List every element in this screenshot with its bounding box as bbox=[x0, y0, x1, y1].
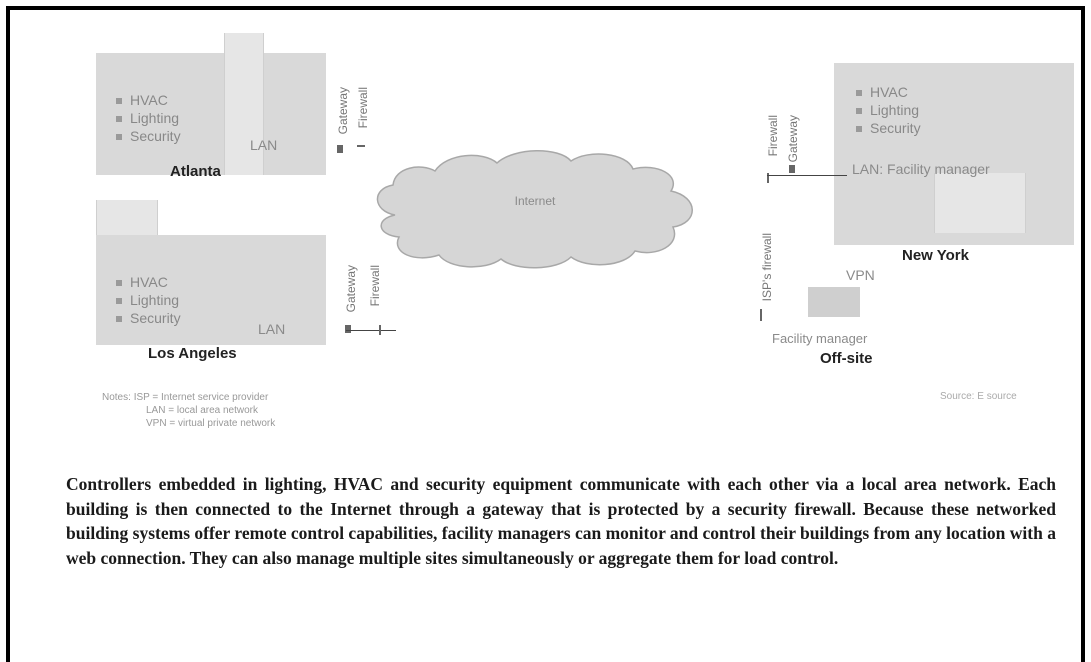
new-york-firewall-label: Firewall bbox=[766, 115, 780, 157]
system-item: Security bbox=[856, 119, 921, 137]
los-angeles-systems: HVAC Lighting Security bbox=[116, 273, 181, 327]
facility-manager-label: Facility manager bbox=[772, 331, 868, 346]
notes-line-isp: Notes: ISP = Internet service provider bbox=[102, 392, 269, 403]
atlanta-firewall-label: Firewall bbox=[356, 87, 370, 129]
new-york-link-line bbox=[767, 175, 847, 176]
los-angeles-firewall-icon bbox=[379, 325, 381, 335]
bullet-icon bbox=[856, 108, 862, 115]
los-angeles-link-line bbox=[346, 330, 396, 331]
new-york-gateway-icon bbox=[789, 165, 795, 173]
atlanta-lan-label: LAN bbox=[250, 137, 278, 153]
new-york-firewall-icon bbox=[767, 173, 769, 183]
figure-caption: Controllers embedded in lighting, HVAC a… bbox=[66, 474, 1056, 568]
laptop-icon bbox=[808, 287, 860, 317]
bullet-icon bbox=[116, 298, 122, 305]
new-york-label: New York bbox=[902, 247, 969, 264]
atlanta-building bbox=[96, 33, 326, 175]
bullet-icon bbox=[116, 116, 122, 123]
new-york-systems: HVAC Lighting Security bbox=[856, 83, 921, 137]
bullet-icon bbox=[856, 90, 862, 97]
page-frame bbox=[6, 6, 1085, 662]
notes-line-vpn: VPN = virtual private network bbox=[146, 418, 276, 429]
new-york-lan-label: LAN: Facility manager bbox=[852, 161, 990, 177]
system-item: Security bbox=[116, 127, 181, 145]
isp-firewall-icon bbox=[760, 309, 762, 321]
new-york-gateway-label: Gateway bbox=[786, 115, 800, 163]
new-york-building bbox=[834, 63, 1074, 245]
internet-label: Internet bbox=[515, 194, 556, 208]
system-item: Security bbox=[116, 309, 181, 327]
atlanta-gateway-label: Gateway bbox=[336, 87, 350, 135]
los-angeles-building bbox=[96, 200, 326, 345]
system-item: Lighting bbox=[116, 109, 181, 127]
internet-cloud: Internet bbox=[376, 150, 693, 269]
system-item: Lighting bbox=[116, 291, 181, 309]
atlanta-label: Atlanta bbox=[170, 163, 221, 180]
atlanta-systems: HVAC Lighting Security bbox=[116, 91, 181, 145]
system-item: HVAC bbox=[856, 83, 921, 101]
los-angeles-gateway-label: Gateway bbox=[344, 265, 358, 313]
notes-line-lan: LAN = local area network bbox=[146, 405, 259, 416]
network-diagram: HVAC Lighting Security LAN Atlanta Gatew… bbox=[90, 25, 1080, 445]
atlanta-gateway-icon bbox=[337, 145, 343, 153]
bullet-icon bbox=[856, 126, 862, 133]
system-item: HVAC bbox=[116, 273, 181, 291]
system-item: HVAC bbox=[116, 91, 181, 109]
bullet-icon bbox=[116, 280, 122, 287]
los-angeles-label: Los Angeles bbox=[148, 345, 237, 362]
los-angeles-lan-label: LAN bbox=[258, 321, 286, 337]
isp-firewall-label: ISP's firewall bbox=[760, 233, 774, 302]
los-angeles-gateway-icon bbox=[345, 325, 351, 333]
cloud-shape bbox=[376, 150, 693, 269]
offsite-label: Off-site bbox=[820, 350, 873, 367]
diagram-notes: Notes: ISP = Internet service provider L… bbox=[102, 391, 275, 430]
source-credit: Source: E source bbox=[940, 391, 1017, 402]
bullet-icon bbox=[116, 134, 122, 141]
system-item: Lighting bbox=[856, 101, 921, 119]
bullet-icon bbox=[116, 98, 122, 105]
atlanta-firewall-icon bbox=[357, 145, 365, 147]
bullet-icon bbox=[116, 316, 122, 323]
vpn-label: VPN bbox=[846, 267, 875, 283]
